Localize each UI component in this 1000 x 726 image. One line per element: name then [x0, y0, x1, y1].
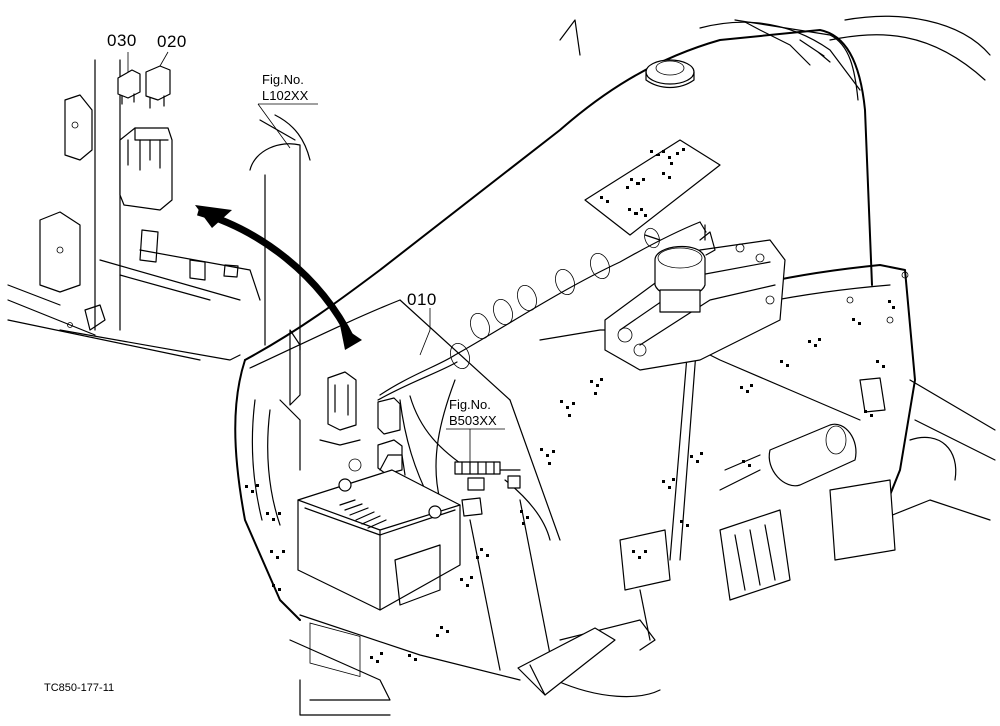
- leader-010: [419, 308, 431, 356]
- figure-ref-b503-line1: Fig.No.: [449, 397, 491, 412]
- harness-clip: [470, 313, 490, 339]
- harness-clip: [590, 253, 610, 279]
- figure-ref-l102-line2: L102XX: [262, 88, 309, 103]
- engine-chassis: [619, 264, 996, 641]
- decal-pattern: [245, 148, 895, 663]
- harness-clip: [450, 343, 470, 369]
- part-callout-010[interactable]: 010: [407, 290, 437, 309]
- part-callout-030[interactable]: 030: [107, 31, 137, 50]
- figure-ref-l102-line1: Fig.No.: [262, 72, 304, 87]
- battery: [297, 454, 461, 677]
- harness-clip: [517, 285, 537, 311]
- harness-clip: [493, 299, 513, 325]
- drawing-code: TC850-177-11: [44, 682, 114, 694]
- direction-arrow: [195, 205, 362, 350]
- figure-ref-b503[interactable]: Fig.No. B503XX: [446, 397, 505, 462]
- figure-ref-b503-line2: B503XX: [449, 413, 497, 428]
- figure-ref-l102[interactable]: Fig.No. L102XX: [257, 72, 318, 149]
- part-callout-020[interactable]: 020: [157, 32, 187, 51]
- wire-harness: [319, 221, 707, 541]
- harness-clip: [555, 269, 575, 295]
- injection-pump: [604, 224, 786, 371]
- relay-inset: [7, 51, 261, 361]
- harness-clip: [644, 227, 660, 249]
- fender-frame: [249, 114, 311, 471]
- tractor-hood: [234, 15, 991, 716]
